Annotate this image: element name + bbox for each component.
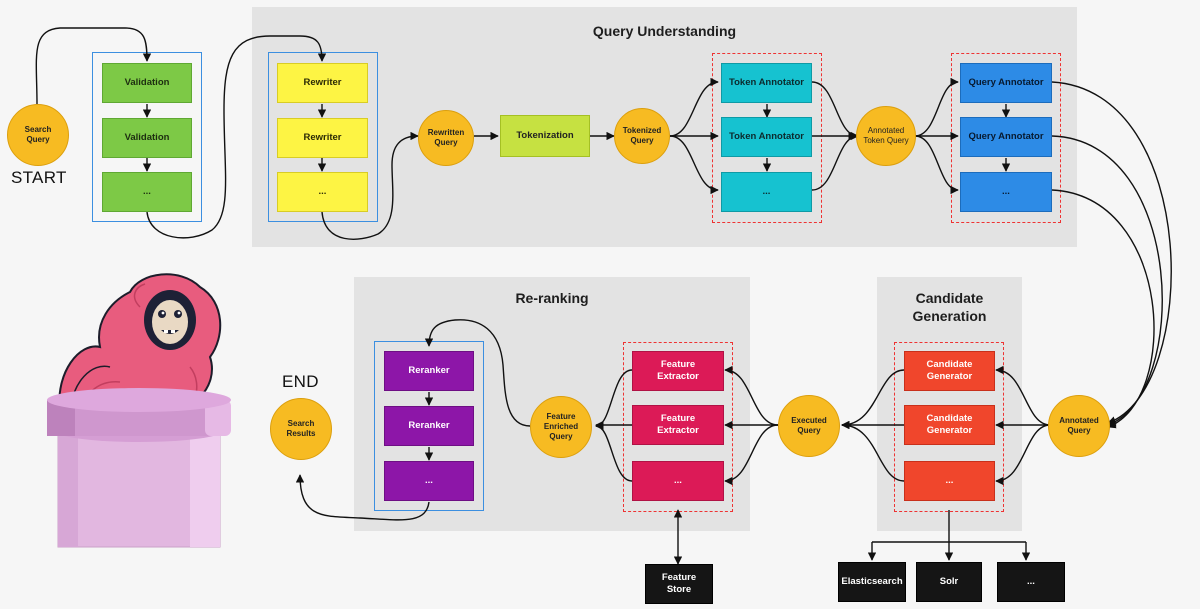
rewriter-step-more: ...: [277, 172, 368, 212]
reranking-title: Re-ranking: [515, 290, 589, 306]
query-understanding-title: Query Understanding: [592, 23, 737, 39]
candidate-generation-title-line1: Candidate: [915, 290, 984, 306]
search-query-node: Search Query: [7, 104, 69, 166]
annotated-query-node: Annotated Query: [1048, 395, 1110, 457]
annotated-token-query-node: Annotated Token Query: [856, 106, 916, 166]
executed-query-node: Executed Query: [778, 395, 840, 457]
validation-step-more: ...: [102, 172, 192, 212]
feature-store: Feature Store: [645, 564, 713, 604]
feature-enriched-query-node: Feature Enriched Query: [530, 396, 592, 458]
more-backends: ...: [997, 562, 1065, 602]
rewriter-step-2: Rewriter: [277, 118, 368, 158]
start-label: START: [11, 168, 67, 187]
query-annotator-step-1: Query Annotator: [960, 63, 1052, 103]
candidate-generator-step-1: Candidate Generator: [904, 351, 995, 391]
rewritten-query-node: Rewritten Query: [418, 110, 474, 166]
reranker-step-more: ...: [384, 461, 474, 501]
token-annotator-step-2: Token Annotator: [721, 117, 812, 157]
monkey-in-pipe-illustration: [47, 273, 231, 548]
elasticsearch-backend: Elasticsearch: [838, 562, 906, 602]
feature-extractor-step-2: Feature Extractor: [632, 405, 724, 445]
feature-extractor-step-more: ...: [632, 461, 724, 501]
validation-step-1: Validation: [102, 63, 192, 103]
candidate-generator-step-2: Candidate Generator: [904, 405, 995, 445]
tokenized-query-node: Tokenized Query: [614, 108, 670, 164]
rewriter-step-1: Rewriter: [277, 63, 368, 103]
reranker-step-2: Reranker: [384, 406, 474, 446]
end-label: END: [282, 372, 319, 391]
query-annotator-step-2: Query Annotator: [960, 117, 1052, 157]
search-results-node: Search Results: [270, 398, 332, 460]
token-annotator-step-more: ...: [721, 172, 812, 212]
reranker-step-1: Reranker: [384, 351, 474, 391]
token-annotator-step-1: Token Annotator: [721, 63, 812, 103]
candidate-generator-step-more: ...: [904, 461, 995, 501]
feature-extractor-step-1: Feature Extractor: [632, 351, 724, 391]
tokenization-step: Tokenization: [500, 115, 590, 157]
candidate-generation-title-line2: Generation: [912, 308, 987, 324]
solr-backend: Solr: [916, 562, 982, 602]
rewriter-group: [268, 52, 378, 222]
query-annotator-step-more: ...: [960, 172, 1052, 212]
validation-step-2: Validation: [102, 118, 192, 158]
